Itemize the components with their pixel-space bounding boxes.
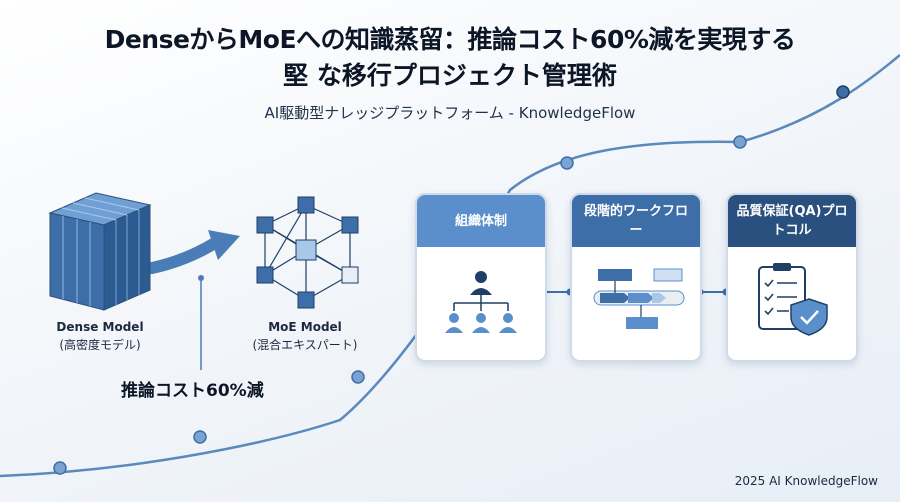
dense-caption: Dense Model (高密度モデル): [40, 318, 160, 354]
moe-model-name: MoE Model: [268, 320, 342, 334]
curve-node: [733, 135, 747, 149]
curve-node: [193, 430, 207, 444]
cost-reduction-label: 推論コスト60%減: [121, 381, 264, 401]
curve-node: [53, 461, 67, 475]
card-title: 段階的ワークフロー: [572, 195, 700, 247]
cost-pointer-dot: [198, 275, 204, 281]
curve-node: [560, 156, 574, 170]
moe-model-desc: (混合エキスパート): [252, 338, 358, 352]
dense-model-name: Dense Model: [56, 320, 144, 334]
transfer-arrow-head: [208, 230, 240, 260]
curve-node: [351, 370, 365, 384]
card-title: 組織体制: [417, 195, 545, 247]
card-qa: 品質保証(QA)プロトコル: [726, 193, 858, 362]
qa-checklist-icon: [758, 263, 828, 336]
footer-copyright: 2025 AI KnowledgeFlow: [734, 474, 878, 488]
moe-expert-nodes: [256, 196, 359, 309]
page-subtitle: AI駆動型ナレッジプラットフォーム - KnowledgeFlow: [264, 104, 636, 122]
dense-cube-icon: [48, 192, 152, 311]
org-chart-icon: [445, 271, 517, 333]
page-title-line1: DenseからMoEへの知識蒸留：推論コスト60%減を実現する: [104, 25, 796, 54]
transfer-arrow: [146, 237, 221, 274]
card-organization: 組織体制: [415, 193, 547, 362]
card-workflow: 段階的ワークフロー: [570, 193, 702, 362]
moe-caption: MoE Model (混合エキスパート): [240, 318, 370, 354]
card-title: 品質保証(QA)プロトコル: [728, 195, 856, 247]
page-title-line2: 堅 な移行プロジェクト管理術: [283, 61, 617, 90]
workflow-icon: [593, 268, 685, 329]
curve-node: [836, 85, 850, 99]
dense-model-desc: (高密度モデル): [59, 338, 141, 352]
